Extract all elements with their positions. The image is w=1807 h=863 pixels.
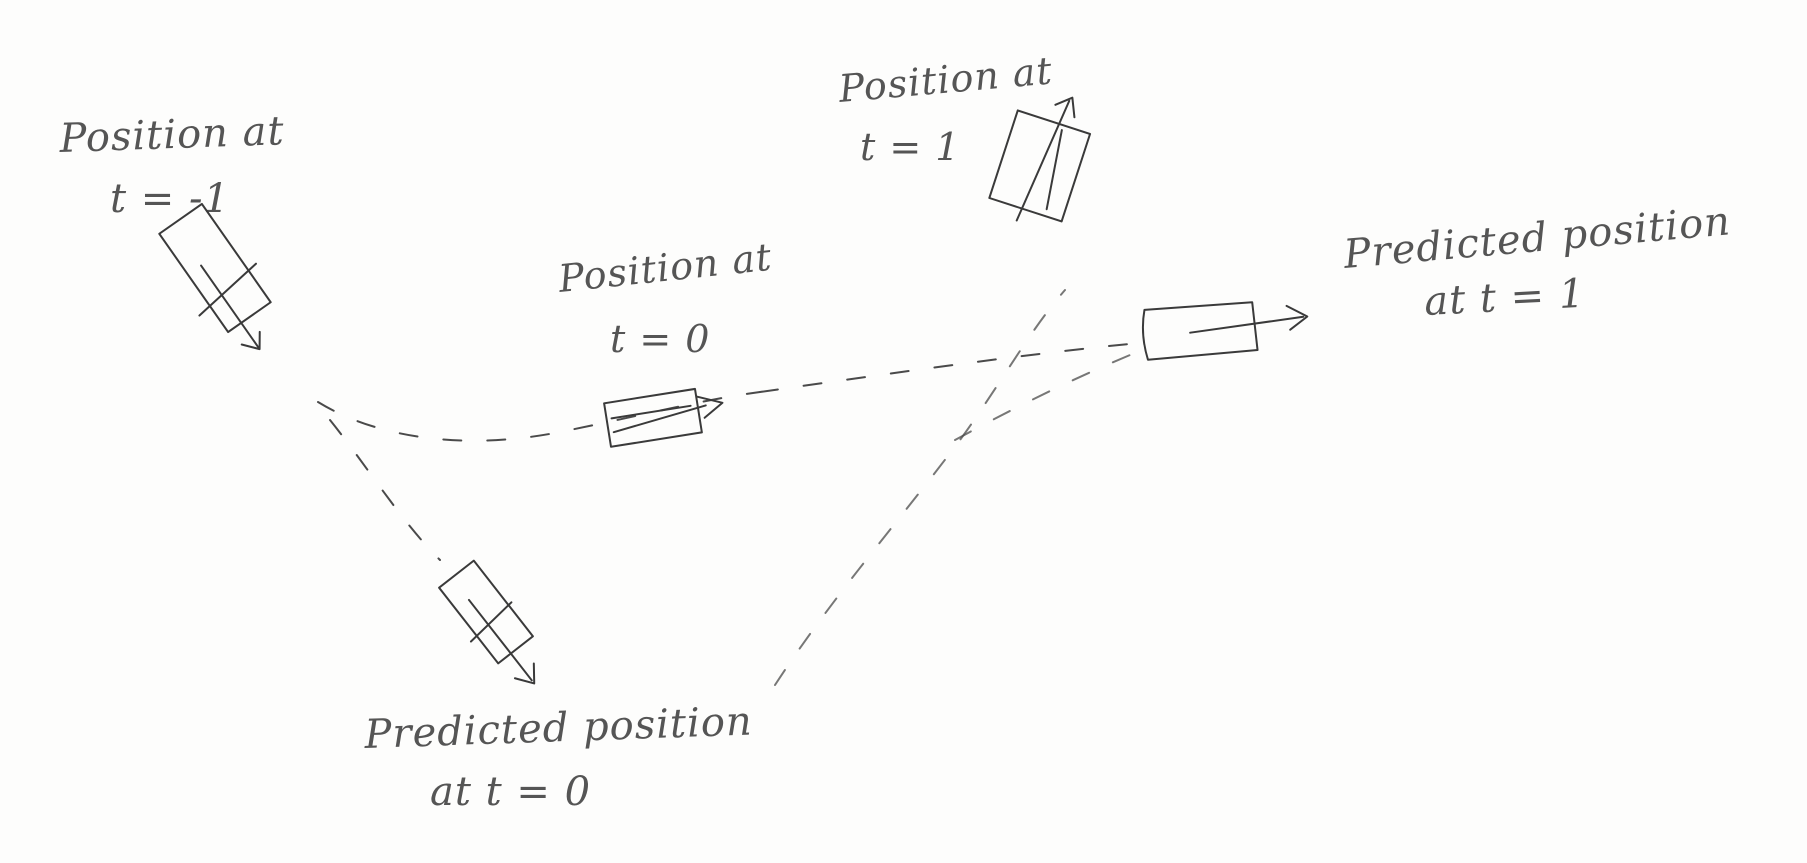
label-position-t1: Position at t = 1 <box>836 48 1054 169</box>
car-position-t0 <box>603 387 724 448</box>
car-predicted-t0-body <box>438 559 534 665</box>
dashed-path-to-predicted-t0 <box>329 419 441 561</box>
label-predicted-t1-line2: at t = 1 <box>1423 271 1586 325</box>
label-position-t1-line1: Position at <box>836 48 1054 111</box>
label-predicted-t0: Predicted position at t = 0 <box>363 698 754 815</box>
label-position-t0-line1: Position at <box>555 235 774 301</box>
car-t0-body <box>603 387 703 448</box>
dashed-path-t0-to-predicted-t1 <box>759 341 1151 393</box>
car-predicted-t1 <box>1141 301 1309 361</box>
dashed-path-to-t1 <box>774 289 1066 686</box>
label-predicted-t0-line1: Predicted position <box>363 698 754 758</box>
label-position-t-minus-1-line2: t = -1 <box>110 176 230 222</box>
car-t1-arrowhead-icon <box>1054 96 1076 119</box>
label-position-t0-line2: t = 0 <box>610 317 710 361</box>
label-position-t0: Position at t = 0 <box>555 235 774 361</box>
car-predicted-t0-arrowhead-icon <box>513 662 536 685</box>
car-t-minus-1-arrowhead-icon <box>240 330 261 351</box>
car-t-minus-1-body <box>158 202 272 334</box>
label-position-t-minus-1: Position at t = -1 <box>58 108 286 222</box>
car-t-minus-1-axle <box>198 262 257 317</box>
car-position-t1 <box>988 96 1092 223</box>
label-position-t-minus-1-line1: Position at <box>58 108 286 162</box>
car-t1-heading-icon <box>1015 99 1071 222</box>
dashed-path-t1-lower <box>954 354 1131 441</box>
car-position-t-minus-1 <box>158 202 272 351</box>
car-predicted-t1-heading-icon <box>1189 315 1305 334</box>
label-predicted-t1-line1: Predicted position <box>1341 198 1733 278</box>
car-predicted-t0-heading-icon <box>467 598 533 682</box>
car-predicted-t0 <box>438 559 536 685</box>
car-t1-body <box>988 109 1092 223</box>
car-t0-stripe <box>610 404 692 420</box>
car-t0-arrowhead-icon <box>696 395 724 419</box>
car-predicted-t0-axle <box>469 601 513 643</box>
label-position-t1-line2: t = 1 <box>860 125 960 169</box>
car-predicted-t1-body <box>1141 301 1259 361</box>
car-t1-axle <box>1045 129 1063 211</box>
label-predicted-t1: Predicted position at t = 1 <box>1341 198 1733 325</box>
car-t0-heading-icon <box>612 404 707 434</box>
car-t-minus-1-heading-icon <box>200 264 260 349</box>
car-predicted-t1-arrowhead-icon <box>1285 304 1309 331</box>
label-predicted-t0-line2: at t = 0 <box>430 769 591 815</box>
